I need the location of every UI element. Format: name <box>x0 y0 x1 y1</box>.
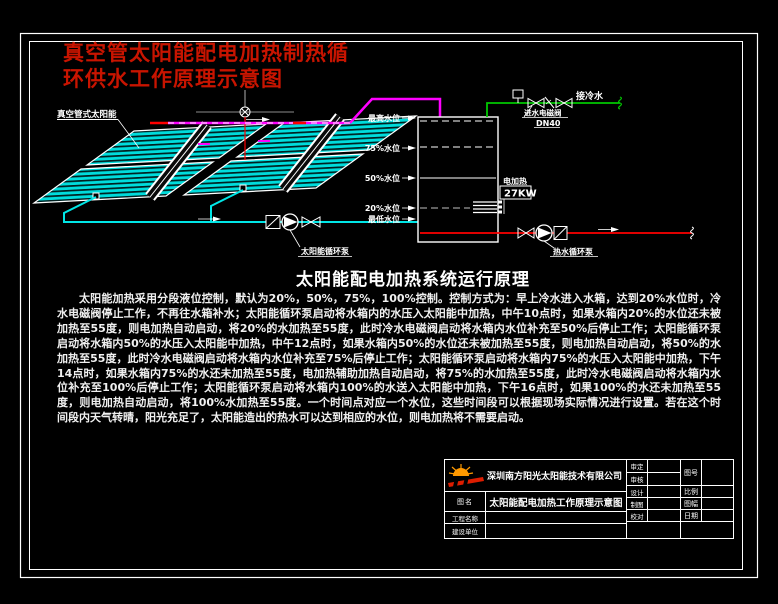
outer-frame <box>19 32 759 579</box>
size-label: 图幅 <box>681 498 702 509</box>
pipe-break-symbol <box>690 226 694 240</box>
hot-pump-label: 热水循环泵 <box>553 247 593 257</box>
client-label: 建设单位 <box>444 523 486 539</box>
inner-frame <box>29 41 743 570</box>
solar-loop-pipe-cyan <box>63 189 418 223</box>
review-label: 审核 <box>626 472 648 486</box>
main-title-line1: 真空管太阳能配电加热制热循 <box>63 41 349 65</box>
title-block: 深圳南方阳光太阳能技术有限公司 图名 太阳能配电加热工作原理示意图 工程名称 建… <box>444 459 734 539</box>
level-label-75: 75%水位 <box>365 143 400 153</box>
main-title: 真空管太阳能配电加热制热循 环供水工作原理示意图 <box>63 40 349 92</box>
cold-water-pipe-green: 接冷水 进水电磁阀 DN40 <box>486 89 623 128</box>
company-name: 深圳南方阳光太阳能技术有限公司 <box>487 472 623 482</box>
drawing-no-cell: 图号 <box>680 459 734 486</box>
level-label-max: 最高水位 <box>368 113 400 123</box>
client-value <box>485 523 627 539</box>
drawing-name: 太阳能配电加热工作原理示意图 <box>489 497 623 509</box>
date-label: 日期 <box>681 510 702 521</box>
leader-line <box>523 105 533 118</box>
leader-line <box>289 229 301 248</box>
collector-panel <box>31 161 216 204</box>
solar-collector-array <box>31 113 419 204</box>
approve-value <box>647 459 681 473</box>
company-cell: 深圳南方阳光太阳能技术有限公司 <box>444 459 627 492</box>
flow-arrow <box>213 216 221 222</box>
flow-arrow <box>611 227 619 232</box>
pipe-break-symbol <box>617 96 623 110</box>
drawing-name-cell: 太阳能配电加热工作原理示意图 <box>485 491 627 512</box>
cold-water-label: 接冷水 <box>576 90 604 102</box>
collector-manifold <box>278 113 345 193</box>
heater-power-box <box>499 185 532 200</box>
heater-label: 电加热 <box>503 176 527 186</box>
level-label-50: 50%水位 <box>365 173 400 183</box>
leader-line <box>543 240 555 249</box>
inlet-valve-size: DN40 <box>536 119 561 128</box>
review-value <box>647 472 681 486</box>
electric-heater-element <box>473 188 505 214</box>
collector-manifold <box>145 121 212 201</box>
heater-power: 27KW <box>504 189 537 200</box>
empty-cell <box>680 521 734 539</box>
inlet-valve-label: 进水电磁阀 <box>524 108 562 118</box>
empty-cell <box>626 521 681 539</box>
hot-water-supply-pipe-red: 热水循环泵 <box>420 224 694 257</box>
collector-label: 真空管式太阳能 <box>57 109 117 120</box>
leader-line <box>117 119 140 149</box>
hot-water-pipe-magenta <box>150 97 442 125</box>
valve-icon <box>517 227 527 239</box>
company-logo sun-icon <box>448 464 484 487</box>
level-label-min: 最低水位 <box>368 214 400 224</box>
collector-panel <box>181 153 366 196</box>
gauge-icon <box>512 89 524 99</box>
main-title-line2: 环供水工作原理示意图 <box>63 67 283 91</box>
drawing-no-label: 图号 <box>681 460 702 485</box>
scale-label: 比例 <box>681 486 702 497</box>
section-title: 太阳能配电加热系统运行原理 <box>296 270 530 290</box>
valve-icon <box>301 216 313 228</box>
approve-label: 审定 <box>626 459 648 473</box>
operation-principle-text: 太阳能加热采用分段液位控制，默认为20%，50%，75%，100%控制。控制方式… <box>57 292 721 425</box>
pipe-joint <box>92 192 100 200</box>
solar-circulation-pump-group: 太阳能循环泵 <box>265 213 352 257</box>
water-tank: 电加热 27KW <box>417 116 537 243</box>
strainer-icon <box>544 96 555 109</box>
tank-level-labels: 最高水位 75%水位 50%水位 20%水位 最低水位 <box>365 113 416 224</box>
level-label-20: 20%水位 <box>365 203 400 213</box>
valve-icon <box>555 97 566 109</box>
drawing-name-label: 图名 <box>444 491 486 512</box>
valve-icon <box>527 97 538 109</box>
solar-pump-label: 太阳能循环泵 <box>300 246 349 256</box>
